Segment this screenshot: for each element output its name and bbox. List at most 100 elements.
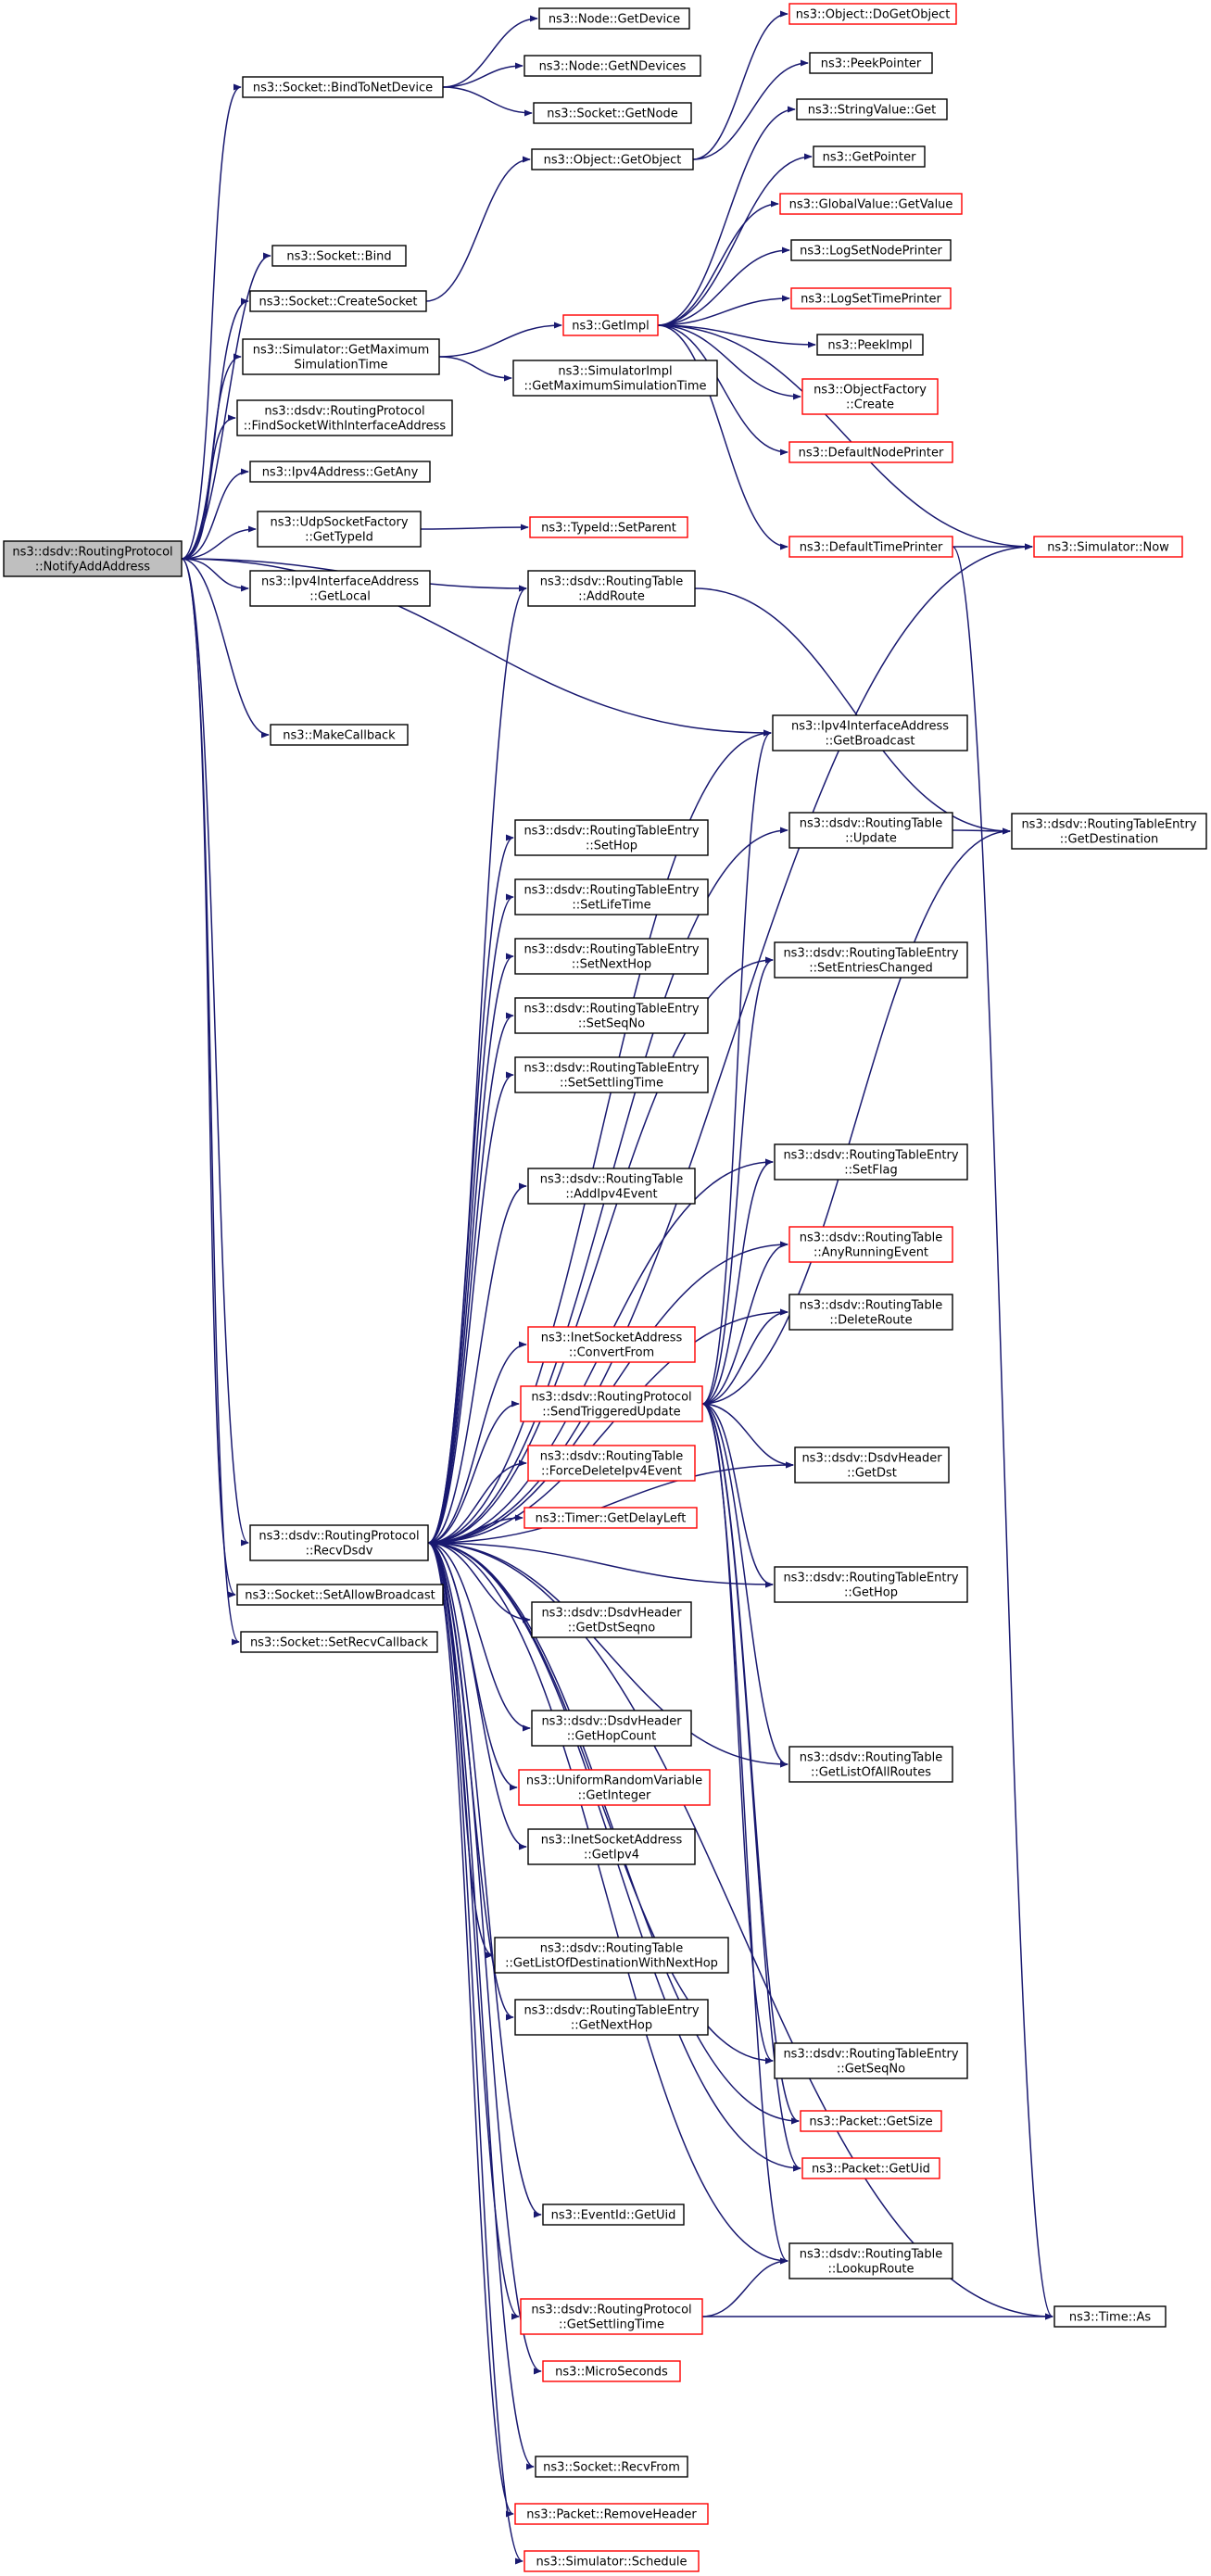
node-box [542,2360,681,2382]
edge-getImpl-to-logSetNodePrinter [657,246,790,326]
node-ipv4-iface-get-broadcast[interactable]: ns3::Ipv4InterfaceAddress::GetBroadcast [772,714,968,751]
node-make-callback[interactable]: ns3::MakeCallback [270,724,409,746]
node-dsdv-header-get-hop-count[interactable]: ns3::dsdv::DsdvHeader::GetHopCount [531,1710,692,1747]
node-box [257,511,422,548]
node-rt-get-list-of-all-routes[interactable]: ns3::dsdv::RoutingTable::GetListOfAllRou… [788,1746,953,1783]
node-object-do-get-object[interactable]: ns3::Object::DoGetObject [788,3,957,25]
node-box [242,338,440,375]
node-packet-remove-header[interactable]: ns3::Packet::RemoveHeader [514,2503,709,2525]
node-rp-get-settling-time[interactable]: ns3::dsdv::RoutingProtocol::GetSettlingT… [520,2298,703,2335]
node-default-node-printer[interactable]: ns3::DefaultNodePrinter [788,441,953,463]
node-label: ns3::Packet::GetUid [812,2163,930,2177]
node-rt-force-delete-ipv4-event[interactable]: ns3::dsdv::RoutingTable::ForceDeleteIpv4… [527,1445,696,1482]
edge-recvDsdv-to-rteSetSettlingTime [427,1071,514,1544]
node-rte-get-hop[interactable]: ns3::dsdv::RoutingTableEntry::GetHop [774,1566,968,1603]
node-simulator-schedule[interactable]: ns3::Simulator::Schedule [524,2550,700,2572]
node-create-socket[interactable]: ns3::Socket::CreateSocket [249,290,427,312]
node-label: ns3::Socket::RecvFrom [543,2461,680,2475]
node-socket-recv-from[interactable]: ns3::Socket::RecvFrom [535,2456,688,2478]
node-rt-add-route[interactable]: ns3::dsdv::RoutingTable::AddRoute [527,570,696,607]
node-timer-get-delay-left[interactable]: ns3::Timer::GetDelayLeft [524,1507,698,1529]
node-box [527,1828,696,1865]
node-bind-to-net-device[interactable]: ns3::Socket::BindToNetDevice [242,76,444,98]
node-log-set-node-printer[interactable]: ns3::LogSetNodePrinter [790,239,952,261]
node-global-value-get-value[interactable]: ns3::GlobalValue::GetValue [779,193,963,215]
edge-getImpl-to-simulatorNow [657,324,1033,550]
node-log-set-time-printer[interactable]: ns3::LogSetTimePrinter [790,287,952,309]
node-rte-set-life-time[interactable]: ns3::dsdv::RoutingTableEntry::SetLifeTim… [514,878,709,915]
node-rte-get-destination[interactable]: ns3::dsdv::RoutingTableEntry::GetDestina… [1011,813,1207,850]
node-rt-add-ipv4-event[interactable]: ns3::dsdv::RoutingTable::AddIpv4Event [527,1168,696,1205]
node-object-factory-create[interactable]: ns3::ObjectFactory::Create [801,378,939,415]
node-urv-get-integer[interactable]: ns3::UniformRandomVariable::GetInteger [518,1769,711,1806]
node-label: ns3::Time::As [1069,2311,1152,2325]
root-node[interactable]: ns3::dsdv::RoutingProtocol::NotifyAddAdd… [3,540,183,577]
node-node-get-ndevices[interactable]: ns3::Node::GetNDevices [524,55,701,77]
node-simulator-now[interactable]: ns3::Simulator::Now [1033,536,1183,558]
edge-bindToNetDevice-to-nodeGetNDevices [442,62,524,88]
node-rte-set-hop[interactable]: ns3::dsdv::RoutingTableEntry::SetHop [514,819,709,856]
node-box [236,1584,444,1606]
node-peek-impl[interactable]: ns3::PeekImpl [816,334,924,356]
node-label: ns3::dsdv::RoutingTable [540,575,684,589]
node-dsdv-header-get-dst[interactable]: ns3::dsdv::DsdvHeader::GetDst [794,1446,950,1484]
node-find-socket-with-iface[interactable]: ns3::dsdv::RoutingProtocol::FindSocketWi… [236,399,453,436]
node-peek-pointer[interactable]: ns3::PeekPointer [809,52,933,74]
node-recv-dsdv[interactable]: ns3::dsdv::RoutingProtocol::RecvDsdv [249,1524,429,1561]
node-label: ::GetInteger [578,1789,651,1803]
node-label: SimulationTime [294,359,387,373]
node-rte-get-next-hop[interactable]: ns3::dsdv::RoutingTableEntry::GetNextHop [514,1999,709,2036]
node-label: ns3::EventId::GetUid [551,2209,676,2223]
node-ipv4-addr-get-any[interactable]: ns3::Ipv4Address::GetAny [249,461,431,483]
node-label: ::GetLocal [309,590,371,604]
node-rt-delete-route[interactable]: ns3::dsdv::RoutingTable::DeleteRoute [788,1294,953,1331]
node-label: ns3::dsdv::RoutingProtocol [264,405,424,419]
node-sim-get-max-sim-time[interactable]: ns3::Simulator::GetMaximumSimulationTime [242,338,440,375]
node-rte-set-settling-time[interactable]: ns3::dsdv::RoutingTableEntry::SetSettlin… [514,1056,709,1093]
node-packet-get-size[interactable]: ns3::Packet::GetSize [800,2110,942,2132]
node-rte-set-seq-no[interactable]: ns3::dsdv::RoutingTableEntry::SetSeqNo [514,997,709,1034]
edge-getImpl-to-objectFactoryCreate [657,324,801,400]
edge-recvDsdv-to-ipv4IfaceGetBroadcast [427,729,772,1544]
node-sim-impl-get-max[interactable]: ns3::SimulatorImpl::GetMaximumSimulation… [512,360,718,397]
node-rt-lookup-route[interactable]: ns3::dsdv::RoutingTable::LookupRoute [788,2242,953,2279]
node-udp-socket-factory-get-type-id[interactable]: ns3::UdpSocketFactory::GetTypeId [257,511,422,548]
node-inet-convert-from[interactable]: ns3::InetSocketAddress::ConvertFrom [527,1326,696,1363]
node-default-time-printer[interactable]: ns3::DefaultTimePrinter [788,536,953,558]
node-ipv4-iface-get-local[interactable]: ns3::Ipv4InterfaceAddress::GetLocal [249,570,431,607]
node-label: ns3::Node::GetDevice [549,13,680,27]
node-socket-get-node[interactable]: ns3::Socket::GetNode [533,102,692,124]
node-packet-get-uid[interactable]: ns3::Packet::GetUid [801,2157,940,2179]
node-event-id-get-uid[interactable]: ns3::EventId::GetUid [542,2203,685,2226]
node-dsdv-header-get-dst-seqno[interactable]: ns3::dsdv::DsdvHeader::GetDstSeqno [531,1601,692,1638]
edge-recvDsdv-to-rteSetSeqNo [427,1012,514,1544]
node-rte-get-seq-no[interactable]: ns3::dsdv::RoutingTableEntry::GetSeqNo [774,2042,968,2079]
node-send-triggered-update[interactable]: ns3::dsdv::RoutingProtocol::SendTriggere… [520,1385,703,1422]
node-label: ::GetIpv4 [584,1849,639,1863]
node-label: ns3::dsdv::RoutingTable [800,1751,943,1765]
node-type-id-set-parent[interactable]: ns3::TypeId::SetParent [529,516,688,538]
node-micro-seconds[interactable]: ns3::MicroSeconds [542,2360,681,2382]
node-box [520,2298,703,2335]
node-rt-update[interactable]: ns3::dsdv::RoutingTable::Update [788,812,953,849]
node-inet-get-ipv4[interactable]: ns3::InetSocketAddress::GetIpv4 [527,1828,696,1865]
node-get-impl[interactable]: ns3::GetImpl [562,314,659,336]
node-socket-set-recv-callback[interactable]: ns3::Socket::SetRecvCallback [240,1631,438,1653]
node-time-as[interactable]: ns3::Time::As [1053,2305,1167,2328]
node-socket-bind[interactable]: ns3::Socket::Bind [271,245,407,267]
node-rt-get-list-of-dest-with-next-hop[interactable]: ns3::dsdv::RoutingTable::GetListOfDestin… [494,1937,729,1974]
node-box [801,378,939,415]
node-string-value-get[interactable]: ns3::StringValue::Get [796,98,948,120]
node-label: ns3::DefaultNodePrinter [799,447,944,461]
node-node-get-device[interactable]: ns3::Node::GetDevice [538,7,690,30]
node-rte-set-next-hop[interactable]: ns3::dsdv::RoutingTableEntry::SetNextHop [514,938,709,975]
node-object-get-object[interactable]: ns3::Object::GetObject [531,148,694,170]
edge-getImpl-to-defaultNodePrinter [657,324,788,456]
node-get-pointer[interactable]: ns3::GetPointer [813,145,926,168]
node-rte-set-entries-changed[interactable]: ns3::dsdv::RoutingTableEntry::SetEntries… [774,941,968,979]
node-socket-set-allow-broadcast[interactable]: ns3::Socket::SetAllowBroadcast [236,1584,444,1606]
node-label: ns3::Simulator::Now [1047,541,1169,555]
node-label: ns3::dsdv::DsdvHeader [541,1715,682,1729]
node-rte-set-flag[interactable]: ns3::dsdv::RoutingTableEntry::SetFlag [774,1143,968,1181]
node-rt-any-running-event[interactable]: ns3::dsdv::RoutingTable::AnyRunningEvent [788,1226,953,1263]
